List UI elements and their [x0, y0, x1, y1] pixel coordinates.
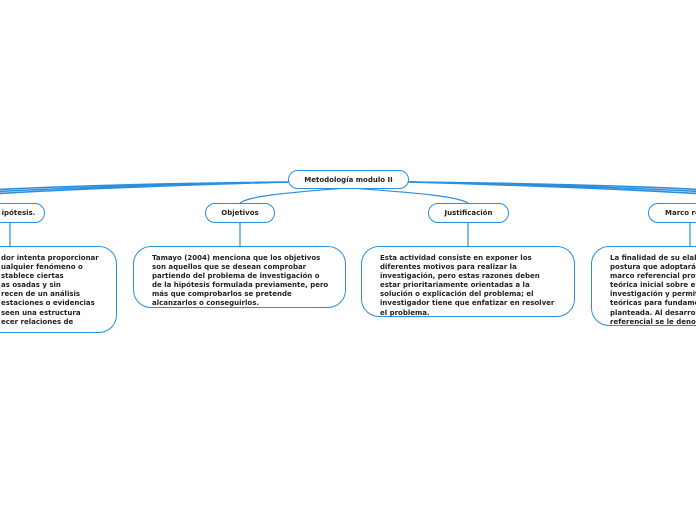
card-line: investigador tiene que enfatizar en reso…: [380, 299, 555, 308]
card-line: La finalidad de su elab: [610, 254, 696, 262]
connector-root-branch-3: [407, 181, 696, 195]
card-line: investigación y permit: [610, 290, 696, 299]
card-line: son aquellos que se desean comprobar: [152, 263, 307, 272]
card-line: recen de un análisis: [1, 290, 81, 299]
card-line: ecer relaciones de: [1, 317, 74, 326]
card-line: marco referencial prov: [610, 272, 696, 281]
branch-label-marco-referencial: Marco re: [665, 209, 696, 217]
card-line: Tamayo (2004) menciona que los objetivos: [152, 254, 321, 262]
card-line: partiendo del problema de investigación …: [152, 272, 320, 281]
card-line: seen una estructura: [1, 308, 81, 317]
card-justificacion[interactable]: Esta actividad consiste en exponer los d…: [361, 246, 575, 317]
branch-node-objetivos[interactable]: Objetivos: [205, 203, 275, 223]
branch-node-justificacion[interactable]: Justificación: [428, 203, 509, 223]
root-node-label: Metodología modulo II: [304, 175, 393, 184]
branch-label-justificacion: Justificación: [444, 209, 493, 217]
card-line: solución o explicación del problema; el: [380, 290, 534, 299]
card-line: investigación, pero estas razones deben: [380, 272, 540, 281]
card-line: teórica inicial sobre el: [610, 281, 696, 290]
card-line: alcanzarlos o conseguirlos.: [152, 299, 260, 308]
card-line: ualquier fenómeno o: [1, 263, 83, 272]
card-line: Esta actividad consiste en exponer los: [380, 254, 532, 262]
card-line: dor intenta proporcionar: [1, 254, 99, 262]
card-line: de la hipótesis formulada previamente, p…: [152, 281, 329, 290]
card-line: teóricas para fundame: [610, 299, 696, 308]
card-line: diferentes motivos para realizar la: [380, 263, 517, 272]
card-line: planteada. Al desarrol: [610, 308, 696, 317]
branch-label-objetivos: Objetivos: [221, 209, 259, 217]
card-line: estaciones o evidencias: [1, 299, 95, 308]
card-line: referencial se le denon: [610, 317, 696, 326]
card-marco-referencial[interactable]: La finalidad de su elab postura que adop…: [591, 246, 696, 326]
card-line: as osadas y sin: [1, 281, 61, 290]
card-objetivos[interactable]: Tamayo (2004) menciona que los objetivos…: [133, 246, 346, 308]
card-line: postura que adoptará: [610, 263, 696, 272]
root-node[interactable]: Metodología modulo II: [288, 170, 409, 189]
connector-root-branch-2: [351, 187, 469, 204]
card-line: más que comprobarlos se pretende: [152, 290, 292, 299]
connector-root-branch-1: [239, 187, 346, 204]
branch-node-marco-referencial[interactable]: Marco re: [648, 203, 696, 223]
branch-node-hipotesis[interactable]: ipótesis.: [0, 203, 45, 223]
card-line: el problema.: [380, 308, 430, 317]
card-line: estar prioritariamente orientadas a la: [380, 281, 530, 290]
card-line: stablece ciertas: [1, 272, 64, 281]
connector-root-branch-0: [0, 181, 291, 195]
card-hipotesis[interactable]: dor intenta proporcionar ualquier fenóme…: [0, 246, 117, 333]
branch-label-hipotesis: ipótesis.: [1, 209, 36, 217]
